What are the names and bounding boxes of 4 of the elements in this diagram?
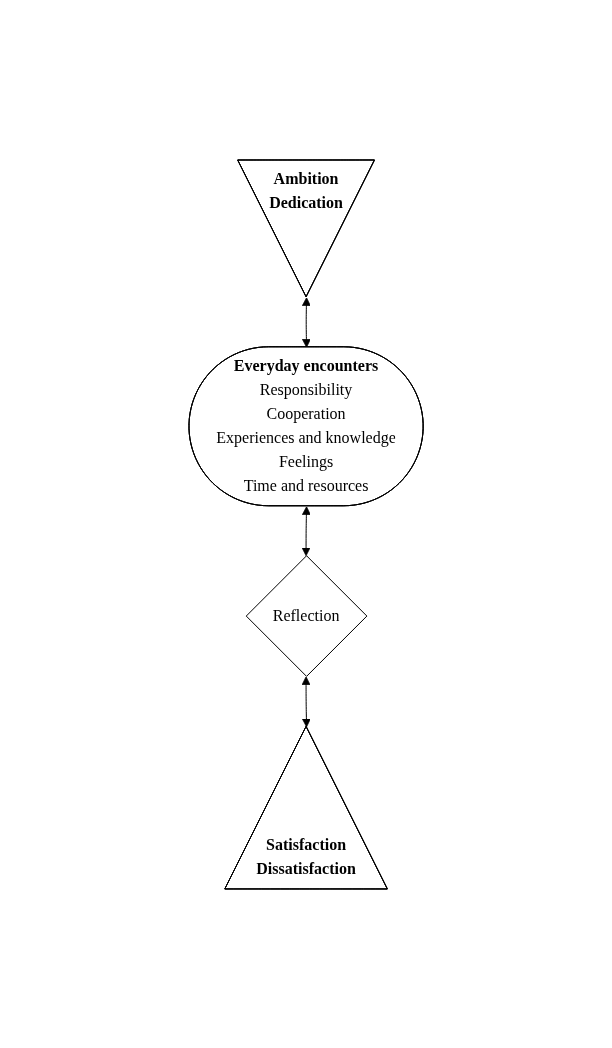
arrow (301, 675, 311, 727)
arrow (301, 296, 311, 348)
node-diamond: Reflection (245, 554, 368, 677)
arrow (301, 505, 311, 556)
